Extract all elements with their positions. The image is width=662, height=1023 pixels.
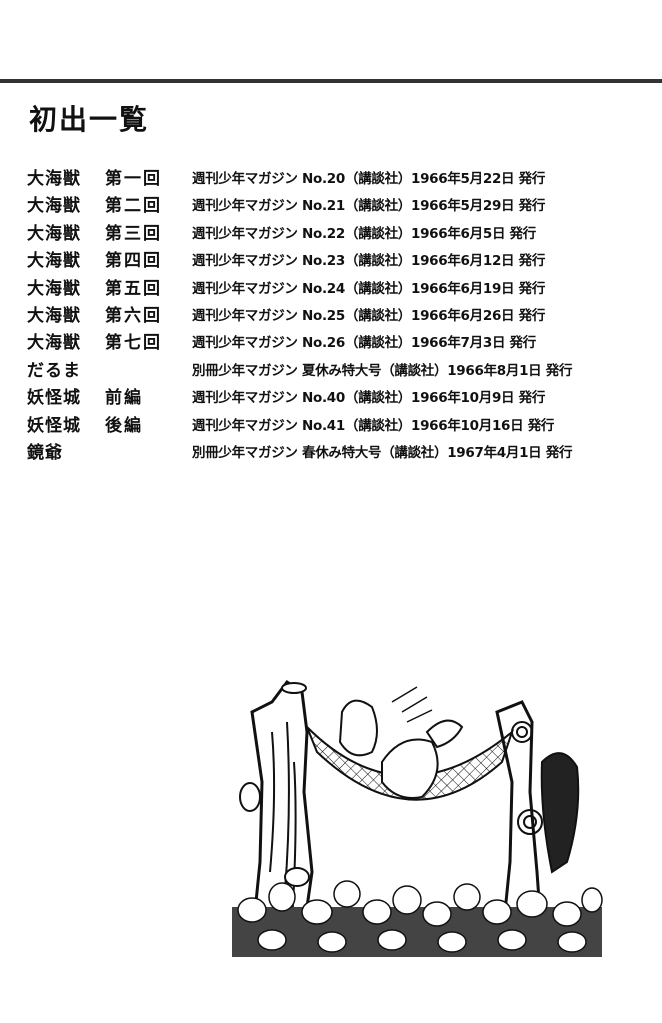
- list-item: 妖怪城 前編 週刊少年マガジン No.40（講談社）1966年10月9日 発行: [27, 383, 657, 410]
- top-rule: [0, 79, 662, 83]
- story-part: 第四回: [105, 251, 162, 272]
- publication-info: 週刊少年マガジン No.23（講談社）1966年6月12日 発行: [192, 253, 546, 270]
- publication-info: 週刊少年マガジン No.25（講談社）1966年6月26日 発行: [192, 307, 546, 324]
- list-item: だるま 別冊少年マガジン 夏休み特大号（講談社）1966年8月1日 発行: [27, 356, 657, 383]
- page-title: 初出一覧: [29, 103, 150, 136]
- story-title: 大海獣: [27, 333, 81, 354]
- hammock-illustration: [232, 679, 603, 957]
- publication-info: 週刊少年マガジン No.40（講談社）1966年10月9日 発行: [192, 390, 546, 407]
- story-part: 第三回: [105, 223, 162, 244]
- list-item: 大海獣 第二回 週刊少年マガジン No.21（講談社）1966年5月29日 発行: [27, 191, 657, 218]
- story-title: 大海獣: [27, 196, 81, 217]
- list-item: 大海獣 第一回 週刊少年マガジン No.20（講談社）1966年5月22日 発行: [27, 164, 657, 191]
- story-title: 大海獣: [27, 223, 81, 244]
- story-title: 大海獣: [27, 251, 81, 272]
- list-item: 鏡爺 別冊少年マガジン 春休み特大号（講談社）1967年4月1日 発行: [27, 438, 657, 465]
- list-item: 大海獣 第七回 週刊少年マガジン No.26（講談社）1966年7月3日 発行: [27, 328, 657, 355]
- list-item: 大海獣 第四回 週刊少年マガジン No.23（講談社）1966年6月12日 発行: [27, 246, 657, 273]
- publication-info: 週刊少年マガジン No.26（講談社）1966年7月3日 発行: [192, 335, 536, 352]
- story-part: 第一回: [105, 169, 162, 189]
- list-item: 大海獣 第三回 週刊少年マガジン No.22（講談社）1966年6月5日 発行: [27, 219, 657, 246]
- publication-info: 週刊少年マガジン No.24（講談社）1966年6月19日 発行: [192, 280, 546, 297]
- list-item: 大海獣 第六回 週刊少年マガジン No.25（講談社）1966年6月26日 発行: [27, 301, 657, 328]
- publication-info: 週刊少年マガジン No.22（講談社）1966年6月5日 発行: [192, 225, 536, 242]
- story-title: 妖怪城: [27, 388, 81, 409]
- publication-info: 週刊少年マガジン No.41（講談社）1966年10月16日 発行: [192, 417, 555, 434]
- story-title: 大海獣: [27, 278, 81, 299]
- story-part: 前編: [105, 388, 143, 409]
- hammock-net: [306, 726, 515, 801]
- story-part: 第六回: [105, 305, 162, 326]
- list-item: 妖怪城 後編 週刊少年マガジン No.41（講談社）1966年10月16日 発行: [27, 411, 657, 438]
- list-item: 大海獣 第五回 週刊少年マガジン No.24（講談社）1966年6月19日 発行: [27, 274, 657, 301]
- cat-figure: [338, 686, 464, 799]
- story-title: 鏡爺: [27, 442, 63, 463]
- publication-info: 別冊少年マガジン 夏休み特大号（講談社）1966年8月1日 発行: [192, 362, 573, 379]
- story-title: 妖怪城: [27, 415, 81, 436]
- right-tree-stump: [495, 700, 580, 944]
- publication-info: 週刊少年マガジン No.21（講談社）1966年5月29日 発行: [192, 198, 546, 215]
- story-title: 大海獣: [27, 169, 81, 189]
- flower-bed: [232, 880, 603, 957]
- story-part: 後編: [105, 415, 143, 436]
- story-part: 第二回: [105, 196, 162, 217]
- publication-info: 別冊少年マガジン 春休み特大号（講談社）1967年4月1日 発行: [192, 444, 573, 461]
- story-title: 大海獣: [27, 305, 81, 326]
- story-part: 第七回: [105, 333, 162, 354]
- left-tree-stump: [239, 679, 314, 944]
- publication-info: 週刊少年マガジン No.20（講談社）1966年5月22日 発行: [192, 171, 546, 187]
- first-appearance-list: 大海獣 第一回 週刊少年マガジン No.20（講談社）1966年5月22日 発行 大…: [27, 164, 657, 465]
- story-title: だるま: [27, 360, 81, 381]
- story-part: 第五回: [105, 278, 162, 299]
